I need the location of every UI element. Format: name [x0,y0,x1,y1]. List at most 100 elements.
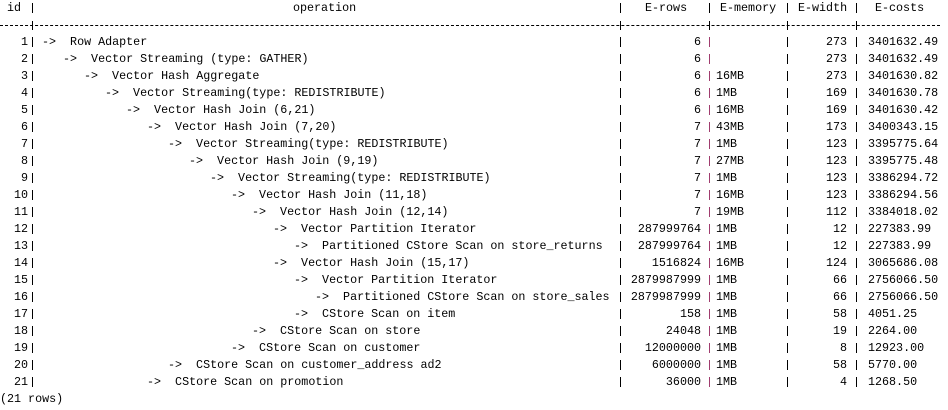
row-e-costs: 227383.99 [868,239,932,253]
row-id: 20 [13,358,28,372]
row-e-costs: 3400343.15 [868,120,939,134]
row-e-width: 124 [825,256,847,270]
row-operation: -> CStore Scan on store [252,324,421,338]
column-divider [620,139,621,149]
column-divider [32,71,33,81]
column-divider [32,139,33,149]
column-divider [32,54,33,64]
row-e-costs: 227383.99 [868,222,932,236]
row-e-memory: 1MB [716,358,738,372]
row-e-memory: 1MB [716,137,738,151]
column-divider [620,224,621,234]
column-divider [709,258,710,268]
row-e-width: 112 [825,205,847,219]
row-e-rows: 1516824 [651,256,701,270]
row-e-width: 273 [825,52,847,66]
column-divider [620,105,621,115]
row-e-costs: 4051.25 [868,307,918,321]
header-e-memory: E-memory [720,1,777,15]
column-divider [787,360,788,370]
column-divider [787,105,788,115]
column-divider [856,71,857,81]
column-divider [709,360,710,370]
row-e-memory: 16MB [716,256,745,270]
row-operation: -> Vector Hash Join (9,19) [189,154,379,168]
column-divider [709,105,710,115]
row-e-memory: 16MB [716,188,745,202]
row-e-width: 66 [832,273,847,287]
row-e-memory: 1MB [716,290,738,304]
row-e-rows: 6 [693,103,701,117]
row-operation: -> Row Adapter [42,35,148,49]
column-divider [32,207,33,217]
column-divider [32,360,33,370]
row-e-width: 58 [832,307,847,321]
column-divider [856,122,857,132]
row-e-rows: 158 [679,307,701,321]
column-divider [709,275,710,285]
row-operation: -> Vector Partition Iterator [294,273,498,287]
column-divider [787,122,788,132]
column-divider [32,275,33,285]
column-divider [620,326,621,336]
row-e-rows: 6 [693,69,701,83]
column-divider [787,241,788,251]
column-divider [787,309,788,319]
column-divider [787,190,788,200]
row-e-costs: 3401630.78 [868,86,939,100]
row-operation: -> Vector Streaming(type: REDISTRIBUTE) [210,171,491,185]
row-e-width: 4 [839,375,847,389]
row-id: 7 [20,137,28,151]
row-e-width: 123 [825,188,847,202]
row-id: 9 [20,171,28,185]
row-id: 8 [20,154,28,168]
column-divider [856,309,857,319]
column-divider [787,343,788,353]
column-divider [787,3,788,13]
column-divider [620,37,621,47]
row-id: 17 [13,307,28,321]
column-divider [709,54,710,64]
row-e-memory: 1MB [716,324,738,338]
column-divider [709,122,710,132]
row-e-rows: 2879987999 [630,273,701,287]
column-divider [32,258,33,268]
column-divider [32,224,33,234]
column-divider [620,54,621,64]
column-divider [709,88,710,98]
column-divider [787,377,788,387]
row-e-memory: 1MB [716,375,738,389]
column-divider [32,377,33,387]
column-divider [620,173,621,183]
header-separator [0,25,940,26]
row-e-rows: 7 [693,137,701,151]
row-e-rows: 287999764 [637,239,701,253]
row-e-memory: 16MB [716,69,745,83]
column-divider [32,241,33,251]
row-e-memory: 1MB [716,239,738,253]
column-divider [787,292,788,302]
row-count-footer: (21 rows) [0,392,64,406]
row-e-width: 8 [839,341,847,355]
column-divider [620,241,621,251]
row-id: 3 [20,69,28,83]
separator-junction [32,21,33,30]
column-divider [620,190,621,200]
column-divider [620,156,621,166]
row-e-costs: 1268.50 [868,375,918,389]
row-id: 15 [13,273,28,287]
separator-junction [620,21,621,30]
column-divider [856,377,857,387]
column-divider [787,275,788,285]
row-operation: -> Partitioned CStore Scan on store_retu… [294,239,603,253]
header-e-costs: E-costs [875,1,925,15]
column-divider [787,156,788,166]
column-divider [32,309,33,319]
column-divider [709,207,710,217]
column-divider [709,173,710,183]
row-e-costs: 3401632.49 [868,52,939,66]
row-e-rows: 6 [693,86,701,100]
row-operation: -> Vector Partition Iterator [273,222,477,236]
header-operation: operation [293,1,357,15]
row-id: 13 [13,239,28,253]
